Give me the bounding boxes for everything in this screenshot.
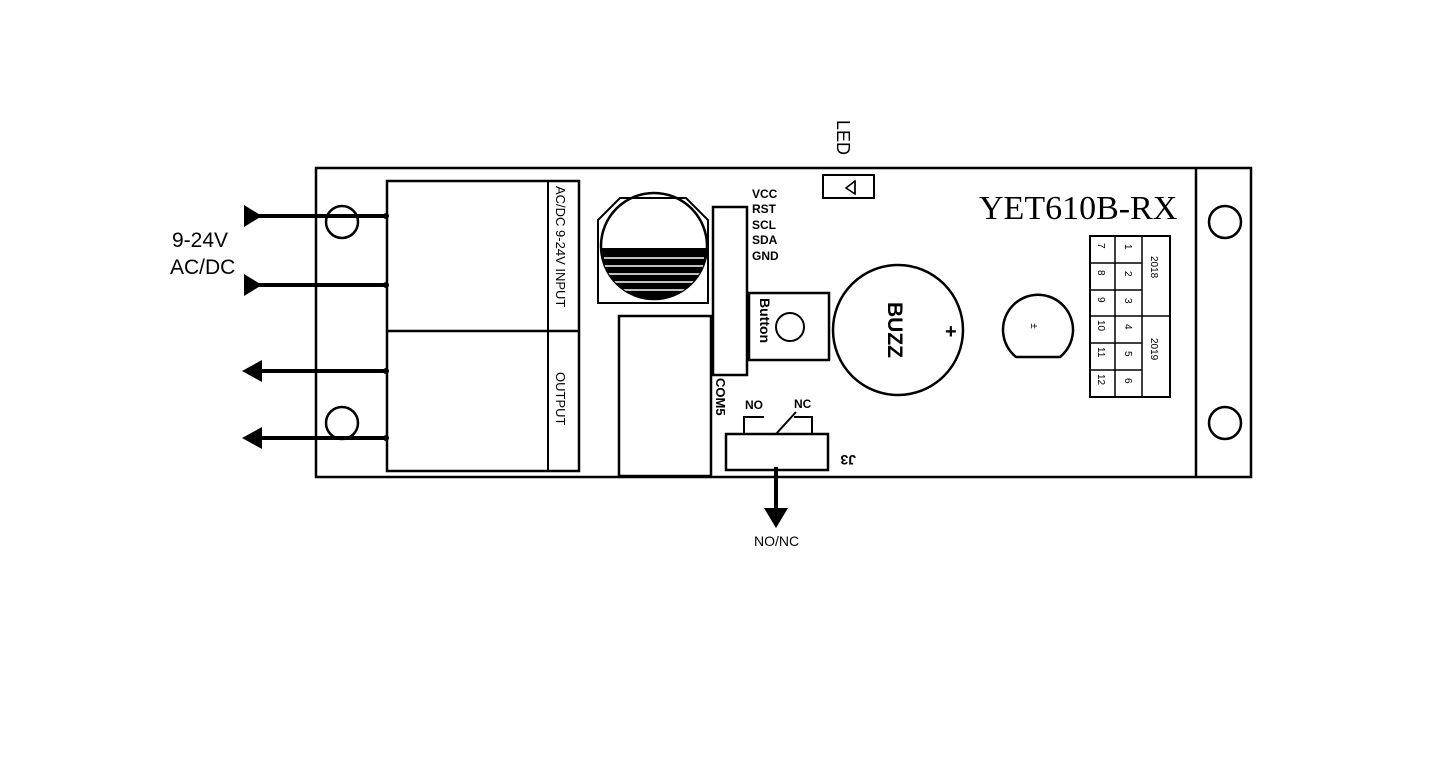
dip-left-numbers: 7 8 9 10 11 12 — [1095, 243, 1106, 386]
svg-text:±: ± — [1028, 323, 1039, 329]
dip-switch-grid — [1089, 235, 1171, 398]
com5-header — [711, 205, 749, 377]
push-button[interactable] — [747, 291, 831, 362]
input-terminal-label: AC/DC 9-24V INPUT — [553, 186, 568, 307]
relay-connector-j3 — [724, 432, 830, 472]
output-lead-2 — [242, 427, 389, 449]
dip-pin-3: 3 — [1122, 298, 1133, 304]
com5-label: COM5 — [713, 378, 728, 416]
sensor-component: ± — [1001, 293, 1075, 359]
dip-pin-1: 1 — [1122, 244, 1133, 250]
dip-pin-8: 8 — [1095, 270, 1106, 276]
power-input-type-label: AC/DC — [170, 256, 235, 279]
relay-output-lead — [764, 467, 788, 528]
power-input-lead-2 — [244, 274, 389, 296]
buzzer — [831, 263, 965, 397]
output-lead-1 — [242, 360, 389, 382]
header-pin-rst: RST — [752, 202, 777, 216]
model-label: YET610B-RX — [979, 190, 1177, 227]
relay-nc-label: NC — [794, 397, 812, 411]
led-triangle-icon — [844, 179, 856, 196]
relay-switch-symbol — [743, 411, 813, 435]
led-label: LED — [833, 120, 853, 155]
dip-right-numbers: 1 2 3 4 5 6 — [1122, 244, 1133, 384]
relay-output-label: NO/NC — [754, 533, 799, 549]
power-input-lead-1 — [244, 205, 389, 227]
mounting-hole-bottom-left — [324, 405, 360, 441]
mounting-hole-bottom-right — [1207, 405, 1243, 441]
output-terminal-label: OUTPUT — [553, 372, 568, 426]
dip-group-2019: 2019 — [1148, 338, 1159, 361]
buzzer-plus-label: + — [945, 321, 957, 343]
dip-pin-10: 10 — [1095, 320, 1106, 332]
dip-pin-5: 5 — [1122, 351, 1133, 357]
dip-pin-12: 12 — [1095, 374, 1106, 386]
mounting-hole-top-right — [1207, 204, 1243, 240]
header-pin-labels: VCC RST SCL SDA GND — [752, 187, 779, 263]
buzzer-label: BUZZ — [883, 302, 906, 358]
dip-pin-7: 7 — [1095, 243, 1106, 249]
dip-pin-2: 2 — [1122, 271, 1133, 277]
terminal-block — [385, 179, 581, 473]
relay-connector-label: J3 — [840, 452, 856, 468]
header-pin-scl: SCL — [752, 218, 776, 232]
dip-pin-6: 6 — [1122, 378, 1133, 384]
dip-group-2018: 2018 — [1148, 256, 1159, 279]
power-input-voltage-label: 9-24V — [172, 229, 228, 252]
mounting-hole-top-left — [324, 204, 360, 240]
header-pin-sda: SDA — [752, 233, 778, 247]
dip-pin-4: 4 — [1122, 324, 1133, 330]
dip-pin-11: 11 — [1095, 347, 1106, 358]
relay-no-label: NO — [745, 398, 763, 412]
button-label: Button — [757, 298, 773, 343]
header-pin-gnd: GND — [752, 249, 779, 263]
dip-pin-9: 9 — [1095, 297, 1106, 303]
led-indicator — [822, 174, 875, 199]
capacitor-component — [597, 191, 709, 304]
header-pin-vcc: VCC — [752, 187, 778, 201]
relay-box — [617, 314, 713, 478]
board-outline — [314, 166, 1253, 479]
